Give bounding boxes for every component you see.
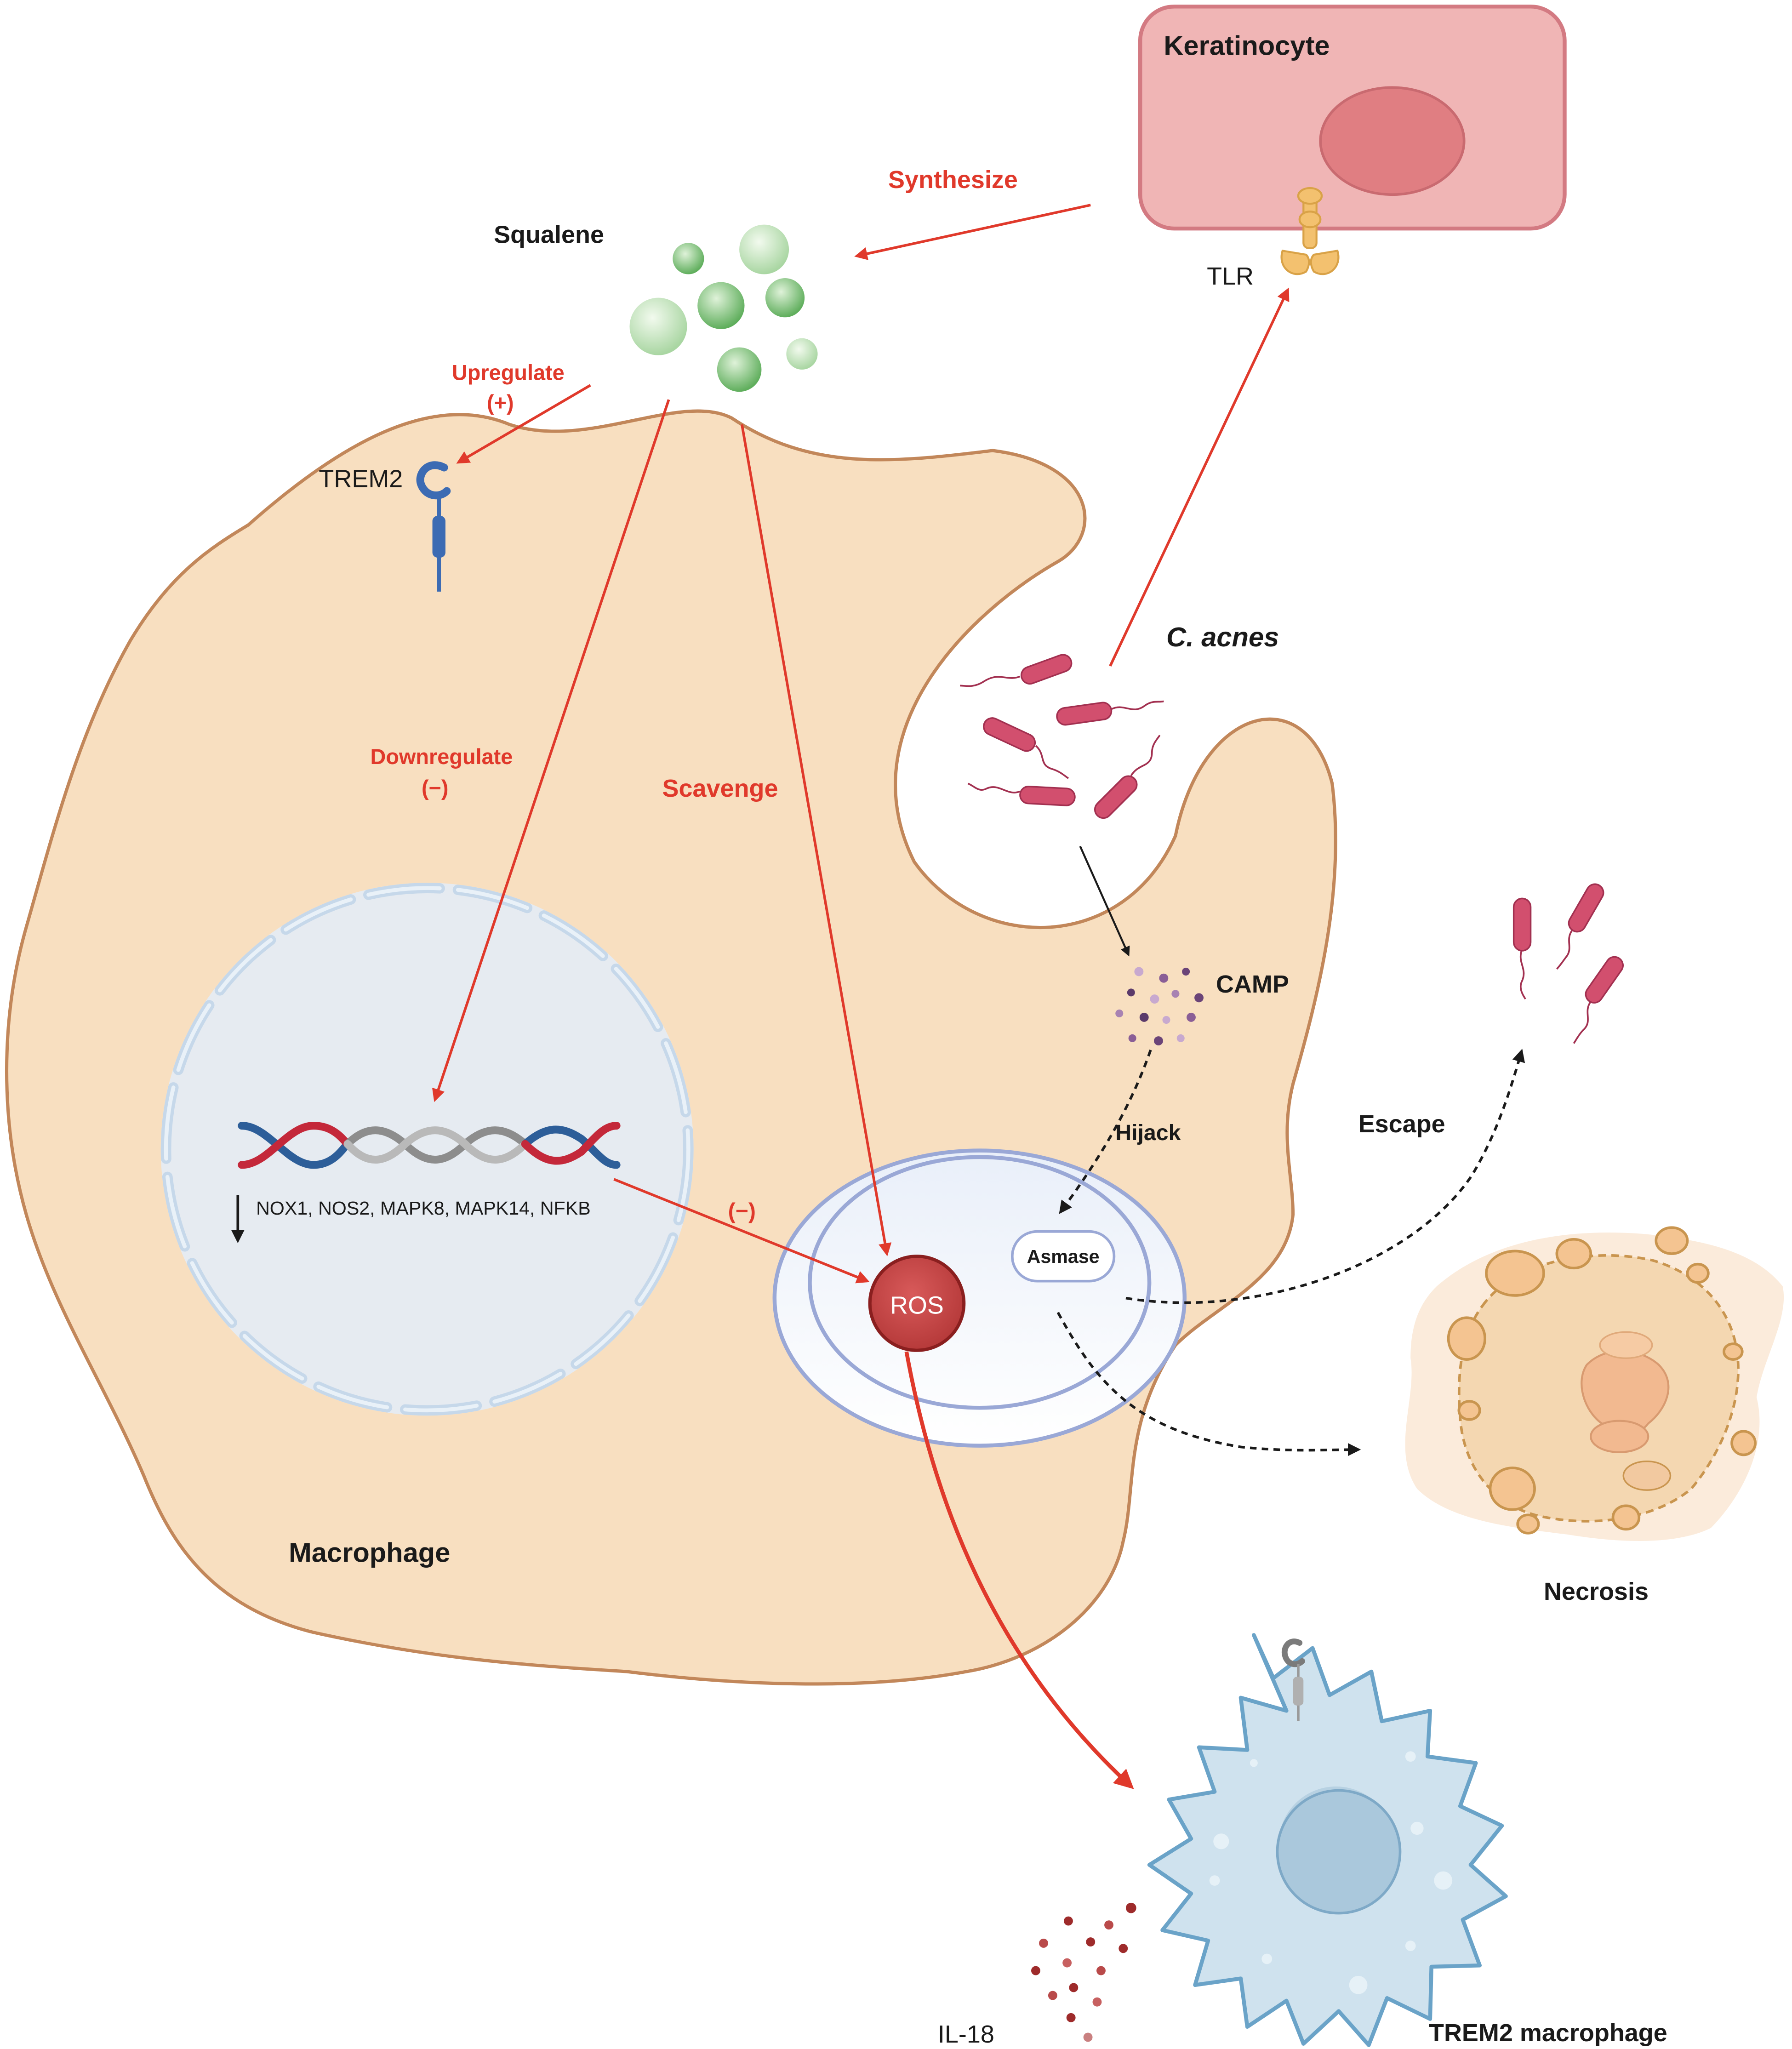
macrophage-label: Macrophage [289,1537,450,1568]
scavenge-arrow [741,424,892,1256]
trem2-macrophage-cell [1147,1633,1508,2047]
gene-list: NOX1, NOS2, MAPK8, MAPK14, NFKB [256,1198,591,1219]
c-acnes-label: C. acnes [1166,622,1279,652]
bacterium-icon [1556,883,1604,970]
bacterium-icon [1512,897,1532,1000]
squalene-label: Squalene [494,221,604,248]
necrosis-label: Necrosis [1544,1578,1649,1605]
escaped-bacteria [1512,883,1624,1044]
hijack-label: Hijack [1115,1120,1181,1145]
trem2-receptor-grey-icon [1281,1638,1305,1721]
inhibit-ros-arrow [613,1178,870,1284]
nucleus [160,883,694,1416]
necrosis-arrow [1056,1312,1361,1456]
upregulate-arrow [456,384,591,464]
bacterium-icon [1094,735,1161,819]
downregulate-label: Downregulate [371,745,513,769]
trem2-label: TREM2 [319,465,403,493]
tlr-label: TLR [1207,263,1254,290]
il18-label: IL-18 [938,2020,994,2048]
trem2-receptor-icon [416,461,451,592]
bacterium-icon [1573,956,1624,1044]
camp-peptides [1115,967,1204,1045]
dna-helix-icon [238,1122,621,1169]
squalene-droplet [673,243,704,274]
il18-cytokines [1031,1902,1136,2042]
squalene-droplet [629,297,687,355]
ros-molecule: ROS [868,1255,966,1352]
upregulate-sign: (+) [487,391,514,415]
squalene-droplet [697,282,745,329]
c-acnes-bacteria [960,654,1164,819]
upregulate-label: Upregulate [452,361,565,385]
asmase-enzyme: Asmase [1010,1230,1116,1283]
keratinocyte-label: Keratinocyte [1164,30,1330,61]
escape-label: Escape [1358,1110,1445,1138]
camp-release-arrow [1079,845,1130,957]
downregulate-sign: (−) [422,776,449,800]
tlr-activation-arrow [1109,287,1290,667]
bacterium-icon [1056,700,1164,726]
synthesize-arrow [854,204,1091,260]
keratinocyte-cell: Keratinocyte [1138,4,1567,231]
downregulate-arrow [432,399,670,1102]
inhibit-sign: (−) [728,1199,756,1223]
necrotic-cell [1405,1226,1784,1541]
hijack-arrow [1059,1049,1152,1214]
asmase-label: Asmase [1027,1246,1100,1267]
scavenge-label: Scavenge [662,775,778,802]
ros-label: ROS [890,1292,944,1319]
arrows [432,204,1525,1789]
trem2-macrophage-label: TREM2 macrophage [1429,2019,1667,2047]
bacterium-icon [960,654,1073,687]
bacterium-icon [983,717,1069,779]
squalene-droplet [739,224,789,274]
squalene-droplets [629,224,818,392]
escape-arrow [1125,1049,1525,1304]
squalene-droplet [765,278,805,318]
camp-label: CAMP [1216,970,1289,998]
synthesize-label: Synthesize [888,166,1018,194]
tlr-receptor-icon [1280,187,1340,275]
ros-to-trem2-arrow [904,1351,1134,1789]
phagosome [772,1148,1187,1448]
squalene-droplet [717,347,762,392]
bacterium-icon [967,782,1076,806]
squalene-droplet [786,338,818,370]
